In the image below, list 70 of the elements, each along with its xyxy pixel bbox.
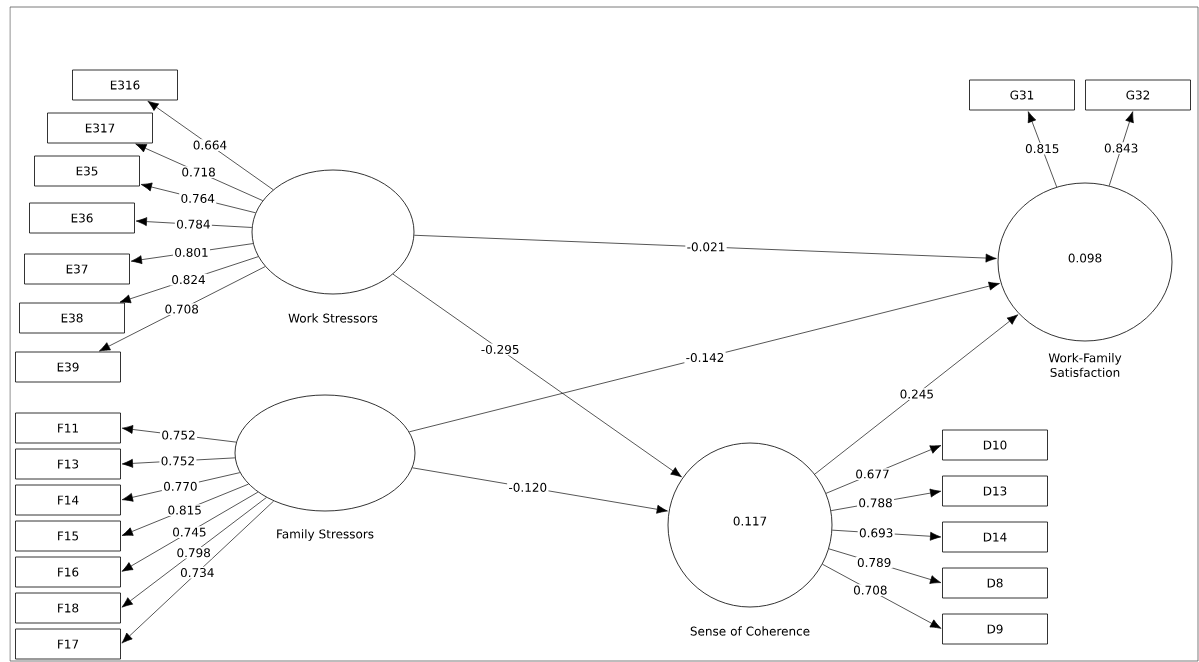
edge-label: -0.021	[685, 241, 727, 253]
arrow	[135, 143, 263, 201]
indicator-box: D9	[942, 613, 1048, 645]
edge-label: 0.745	[170, 526, 208, 538]
construct-label: Work-Family Satisfaction	[1048, 353, 1122, 377]
edge-label: -0.120	[507, 481, 549, 494]
edge-label: 0.770	[161, 480, 199, 493]
construct-label: Family Stressors	[277, 529, 374, 541]
indicator-box: D10	[942, 429, 1048, 461]
edge-label: 0.752	[159, 455, 197, 467]
arrow	[99, 266, 266, 352]
arrow	[814, 314, 1019, 475]
edge-label: 0.677	[853, 468, 891, 480]
construct-value: 0.117	[733, 516, 767, 526]
indicator-box: G31	[969, 79, 1075, 111]
construct-label: Work Stressors	[288, 313, 378, 323]
indicator-box: F13	[15, 448, 121, 480]
edge-label: 0.815	[1023, 142, 1061, 155]
indicator-box: E37	[24, 253, 130, 285]
indicator-box: E36	[29, 202, 135, 234]
edge-label: 0.788	[857, 496, 895, 509]
construct-value: 0.098	[1068, 253, 1102, 263]
edge-label: 0.789	[855, 556, 893, 569]
arrow	[412, 467, 668, 514]
indicator-box: E317	[47, 112, 153, 144]
edge-label: 0.798	[175, 546, 213, 559]
edge-label: 0.764	[179, 192, 217, 205]
edge-label: 0.843	[1102, 142, 1140, 154]
indicator-box: E38	[19, 302, 125, 334]
indicator-box: D13	[942, 475, 1048, 507]
arrow	[822, 563, 942, 629]
indicator-box: F17	[15, 628, 121, 660]
indicator-box: G32	[1085, 79, 1191, 111]
arrow	[1027, 111, 1057, 188]
edge-label: 0.718	[180, 166, 218, 178]
edge-label: 0.664	[191, 139, 229, 151]
indicator-box: E35	[34, 155, 140, 187]
indicator-box: F11	[15, 412, 121, 444]
edge-label: 0.734	[178, 566, 216, 579]
arrow	[825, 445, 942, 494]
arrow	[147, 100, 274, 191]
indicator-box: F15	[15, 520, 121, 552]
arrow	[413, 234, 997, 263]
arrow	[121, 497, 267, 608]
indicator-box: D14	[942, 521, 1048, 553]
indicator-box: D8	[942, 567, 1048, 599]
indicator-box: F18	[15, 592, 121, 624]
arrow	[408, 281, 1000, 433]
edge-label: 0.708	[163, 303, 201, 315]
edge-label: 0.815	[166, 504, 204, 516]
indicator-box: E39	[15, 351, 121, 383]
arrow	[1108, 111, 1134, 187]
edge-label: 0.708	[851, 584, 889, 596]
indicator-box: E316	[72, 69, 178, 101]
arrow	[121, 483, 249, 536]
edge-label: 0.752	[160, 429, 198, 441]
edge-label: 0.245	[898, 388, 936, 400]
construct-label: Sense of Coherence	[690, 626, 810, 636]
arrow	[392, 273, 682, 478]
edge-label: 0.801	[172, 246, 210, 259]
arrow	[121, 500, 274, 644]
edge-label: -0.295	[479, 343, 521, 356]
arrow	[121, 491, 259, 572]
arrow	[119, 256, 259, 304]
edge-label: 0.824	[169, 273, 207, 286]
edge-label: -0.142	[684, 351, 726, 364]
indicator-box: F16	[15, 556, 121, 588]
edge-label: 0.784	[174, 218, 212, 231]
edge-label: 0.693	[857, 527, 895, 539]
indicator-box: F14	[15, 484, 121, 516]
